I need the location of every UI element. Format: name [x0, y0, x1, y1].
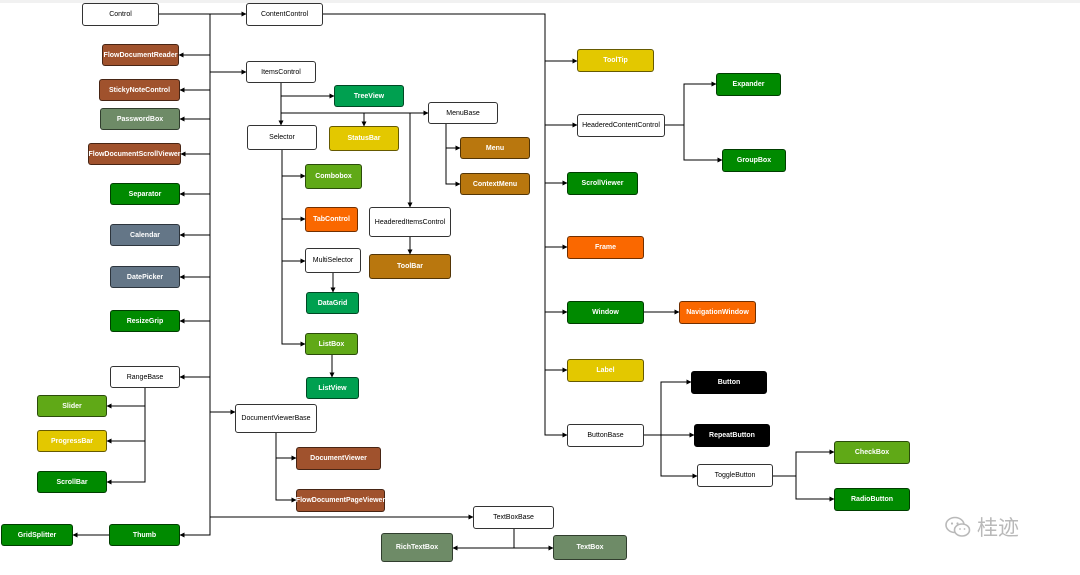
connector-44	[683, 125, 723, 163]
connector-23	[445, 124, 461, 151]
node-headered-content-control: HeaderedContentControl	[577, 114, 665, 137]
connector-43	[665, 81, 717, 126]
node-tool-bar: ToolBar	[369, 254, 451, 279]
page-top-rule	[0, 0, 1080, 3]
node-button: Button	[691, 371, 767, 394]
node-calendar: Calendar	[110, 224, 180, 246]
node-frame: Frame	[567, 236, 644, 259]
node-thumb: Thumb	[109, 524, 180, 546]
node-navigation-window: NavigationWindow	[679, 301, 756, 324]
node-list-box: ListBox	[305, 333, 358, 355]
node-toggle-button: ToggleButton	[697, 464, 773, 487]
wechat-icon	[945, 516, 971, 537]
watermark: 桂迹	[945, 510, 1055, 544]
connector-15	[106, 406, 146, 444]
node-repeat-button: RepeatButton	[694, 424, 770, 447]
node-date-picker: DatePicker	[110, 266, 180, 288]
node-content-control: ContentControl	[246, 3, 323, 26]
node-tab-control: TabControl	[305, 207, 358, 232]
node-combobox: Combobox	[305, 164, 362, 189]
node-window: Window	[567, 301, 644, 324]
node-rich-text-box: RichTextBox	[381, 533, 453, 562]
watermark-text: 桂迹	[977, 516, 1019, 540]
node-selector: Selector	[247, 125, 317, 150]
node-flow-document-reader: FlowDocumentReader	[102, 44, 179, 66]
node-context-menu: ContextMenu	[460, 173, 530, 195]
node-scroll-bar: ScrollBar	[37, 471, 107, 493]
node-tool-tip: ToolTip	[577, 49, 654, 72]
connector-36	[323, 13, 568, 438]
connector-33	[275, 458, 297, 503]
node-status-bar: StatusBar	[329, 126, 399, 151]
node-sticky-note-control: StickyNoteControl	[99, 79, 180, 101]
connector-48	[660, 435, 698, 479]
connector-21	[281, 112, 367, 127]
node-text-box-base: TextBoxBase	[473, 506, 554, 529]
connector-26	[281, 150, 306, 347]
node-tree-view: TreeView	[334, 85, 404, 107]
node-label: Label	[567, 359, 644, 382]
node-document-viewer-base: DocumentViewerBase	[235, 404, 317, 433]
node-flow-document-page-viewer: FlowDocumentPageViewer	[296, 489, 385, 512]
connector-16	[106, 441, 146, 485]
connector-19	[280, 83, 335, 99]
connector-32	[275, 433, 297, 461]
node-control: Control	[82, 3, 159, 26]
connector-14	[106, 388, 146, 409]
connector-50	[795, 476, 835, 502]
connector-46	[644, 379, 692, 436]
node-scroll-viewer: ScrollViewer	[567, 172, 638, 195]
connector-34	[452, 529, 515, 551]
node-slider: Slider	[37, 395, 107, 417]
node-flow-document-scroll-viewer: FlowDocumentScrollViewer	[88, 143, 181, 165]
node-radio-button: RadioButton	[834, 488, 910, 511]
node-grid-splitter: GridSplitter	[1, 524, 73, 546]
node-document-viewer: DocumentViewer	[296, 447, 381, 470]
node-check-box: CheckBox	[834, 441, 910, 464]
node-range-base: RangeBase	[110, 366, 180, 388]
node-group-box: GroupBox	[722, 149, 786, 172]
node-password-box: PasswordBox	[100, 108, 180, 130]
node-multi-selector: MultiSelector	[305, 248, 361, 273]
node-data-grid: DataGrid	[306, 292, 359, 314]
node-menu: Menu	[460, 137, 530, 159]
node-list-view: ListView	[306, 377, 359, 399]
connector-49	[773, 449, 835, 477]
node-resize-grip: ResizeGrip	[110, 310, 180, 332]
node-headered-items-control: HeaderedItemsControl	[369, 207, 451, 237]
node-items-control: ItemsControl	[246, 61, 316, 83]
node-progress-bar: ProgressBar	[37, 430, 107, 452]
node-expander: Expander	[716, 73, 781, 96]
node-button-base: ButtonBase	[567, 424, 644, 447]
node-menu-base: MenuBase	[428, 102, 498, 124]
connector-0	[159, 13, 211, 538]
connector-24	[445, 148, 461, 187]
node-text-box: TextBox	[553, 535, 627, 560]
node-separator: Separator	[110, 183, 180, 205]
